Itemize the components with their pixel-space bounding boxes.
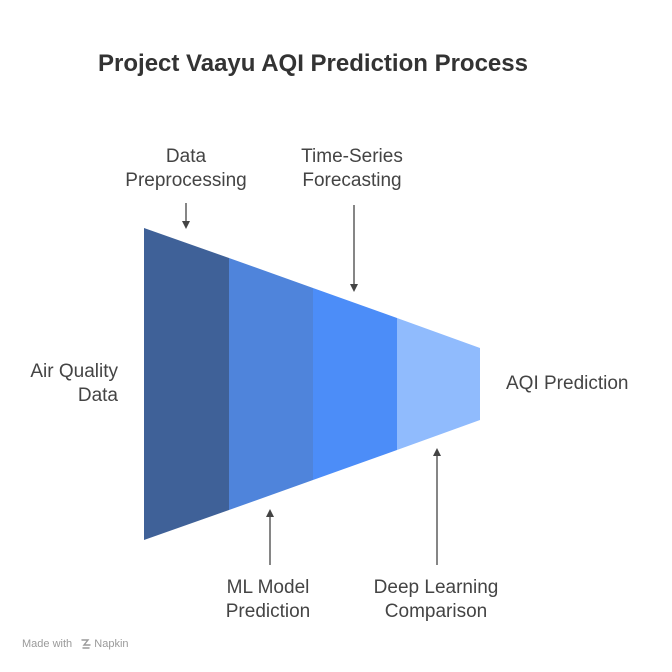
footer: Made with Napkin: [22, 638, 129, 650]
stage-label-ml-model-prediction: ML Model Prediction: [188, 576, 348, 624]
napkin-logo-icon: [81, 639, 91, 649]
input-label-line-1: Air Quality: [30, 361, 118, 382]
stage-label-deep-learning-comparison: Deep Learning Comparison: [356, 576, 516, 624]
input-label-line-2: Data: [77, 385, 118, 406]
stage-label-data-preprocessing: Data Preprocessing: [106, 145, 266, 193]
funnel-segment-data-preprocessing: [144, 228, 229, 540]
diagram-title: Project Vaayu AQI Prediction Process: [98, 50, 528, 77]
stage-label-line: Data: [165, 146, 207, 167]
stage-label-line: ML Model: [226, 577, 310, 598]
output-label: AQI Prediction: [506, 373, 629, 394]
footer-brand: Napkin: [94, 638, 129, 650]
stage-label-line: Comparison: [384, 601, 488, 622]
stage-label-line: Forecasting: [302, 170, 402, 191]
stage-label-line: Prediction: [225, 601, 311, 622]
funnel-segment-deep-learning-comparison: [397, 318, 480, 450]
stage-label-time-series-forecasting: Time-Series Forecasting: [272, 145, 432, 193]
footer-prefix: Made with: [22, 638, 73, 650]
input-label: Air Quality Data: [10, 360, 118, 408]
stage-label-line: Time-Series: [301, 146, 403, 167]
stage-label-line: Deep Learning: [373, 577, 499, 598]
funnel-segment-ml-model-prediction: [229, 258, 313, 510]
stage-label-line: Preprocessing: [125, 170, 247, 191]
funnel-segment-time-series-forecasting: [313, 288, 397, 480]
